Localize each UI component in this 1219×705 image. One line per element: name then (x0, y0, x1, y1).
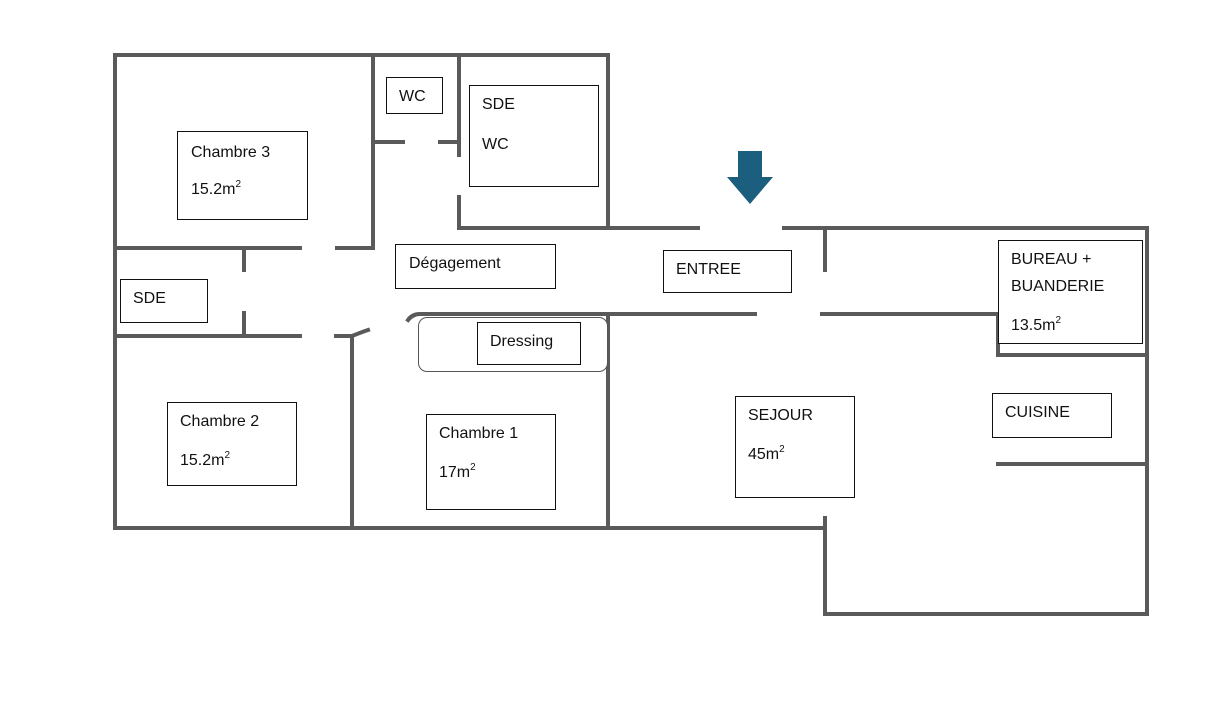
room-name: SEJOUR (748, 407, 813, 424)
door-gap-entree (700, 222, 782, 234)
entry-arrow-icon (727, 151, 773, 204)
room-cuisine[interactable]: CUISINE (992, 393, 1112, 438)
room-name: BUREAU + (1011, 251, 1092, 268)
wall-sejour-lower (823, 516, 1149, 616)
room-area: 15.2m2 (180, 450, 231, 469)
room-name-secondary: WC (482, 136, 509, 153)
room-name-secondary: BUANDERIE (1011, 278, 1105, 295)
room-entree[interactable]: ENTREE (663, 250, 792, 293)
room-chambre1[interactable]: Chambre 1 17m2 (426, 414, 556, 510)
room-area-value: 15.2m (180, 452, 225, 469)
unit-exponent: 2 (224, 450, 231, 461)
wall-sde-bottom (457, 195, 610, 230)
wall-top-left (113, 53, 610, 230)
room-name: Chambre 3 (191, 144, 271, 161)
room-area-value: 17m (439, 464, 471, 481)
room-dressing[interactable]: Dressing (477, 322, 581, 365)
room-name: Dressing (490, 333, 554, 350)
unit-exponent: 2 (235, 179, 242, 190)
unit-exponent: 2 (779, 444, 785, 455)
room-sde-wc[interactable]: SDE WC (469, 85, 599, 187)
room-degagement[interactable]: Dégagement (395, 244, 556, 289)
room-name: CUISINE (1005, 404, 1070, 421)
room-name: WC (399, 88, 426, 105)
room-area: 13.5m2 (1011, 315, 1062, 334)
room-area: 17m2 (439, 462, 476, 481)
room-name: Chambre 1 (439, 425, 519, 442)
room-sde[interactable]: SDE (120, 279, 208, 323)
entry-arrow-shape (727, 151, 773, 204)
room-wc[interactable]: WC (386, 77, 443, 114)
room-sejour[interactable]: SEJOUR 45m2 (735, 396, 855, 498)
room-area: 45m2 (748, 444, 785, 463)
room-name: SDE (133, 290, 166, 307)
room-area-value: 15.2m (191, 181, 236, 198)
unit-exponent: 2 (1055, 315, 1062, 326)
room-area-value: 45m (748, 446, 780, 463)
room-area-value: 13.5m (1011, 317, 1056, 334)
room-chambre3[interactable]: Chambre 3 15.2m2 (177, 131, 308, 220)
room-area: 15.2m2 (191, 179, 242, 198)
wall-dressing-top (405, 312, 610, 323)
room-name: Chambre 2 (180, 413, 260, 430)
room-chambre2[interactable]: Chambre 2 15.2m2 (167, 402, 297, 486)
room-name: SDE (482, 96, 515, 113)
unit-exponent: 2 (470, 462, 476, 473)
room-name: Dégagement (409, 255, 501, 272)
walls (113, 53, 1149, 616)
room-name: ENTREE (676, 261, 741, 278)
room-bureau-buanderie[interactable]: BUREAU + BUANDERIE 13.5m2 (998, 240, 1143, 344)
